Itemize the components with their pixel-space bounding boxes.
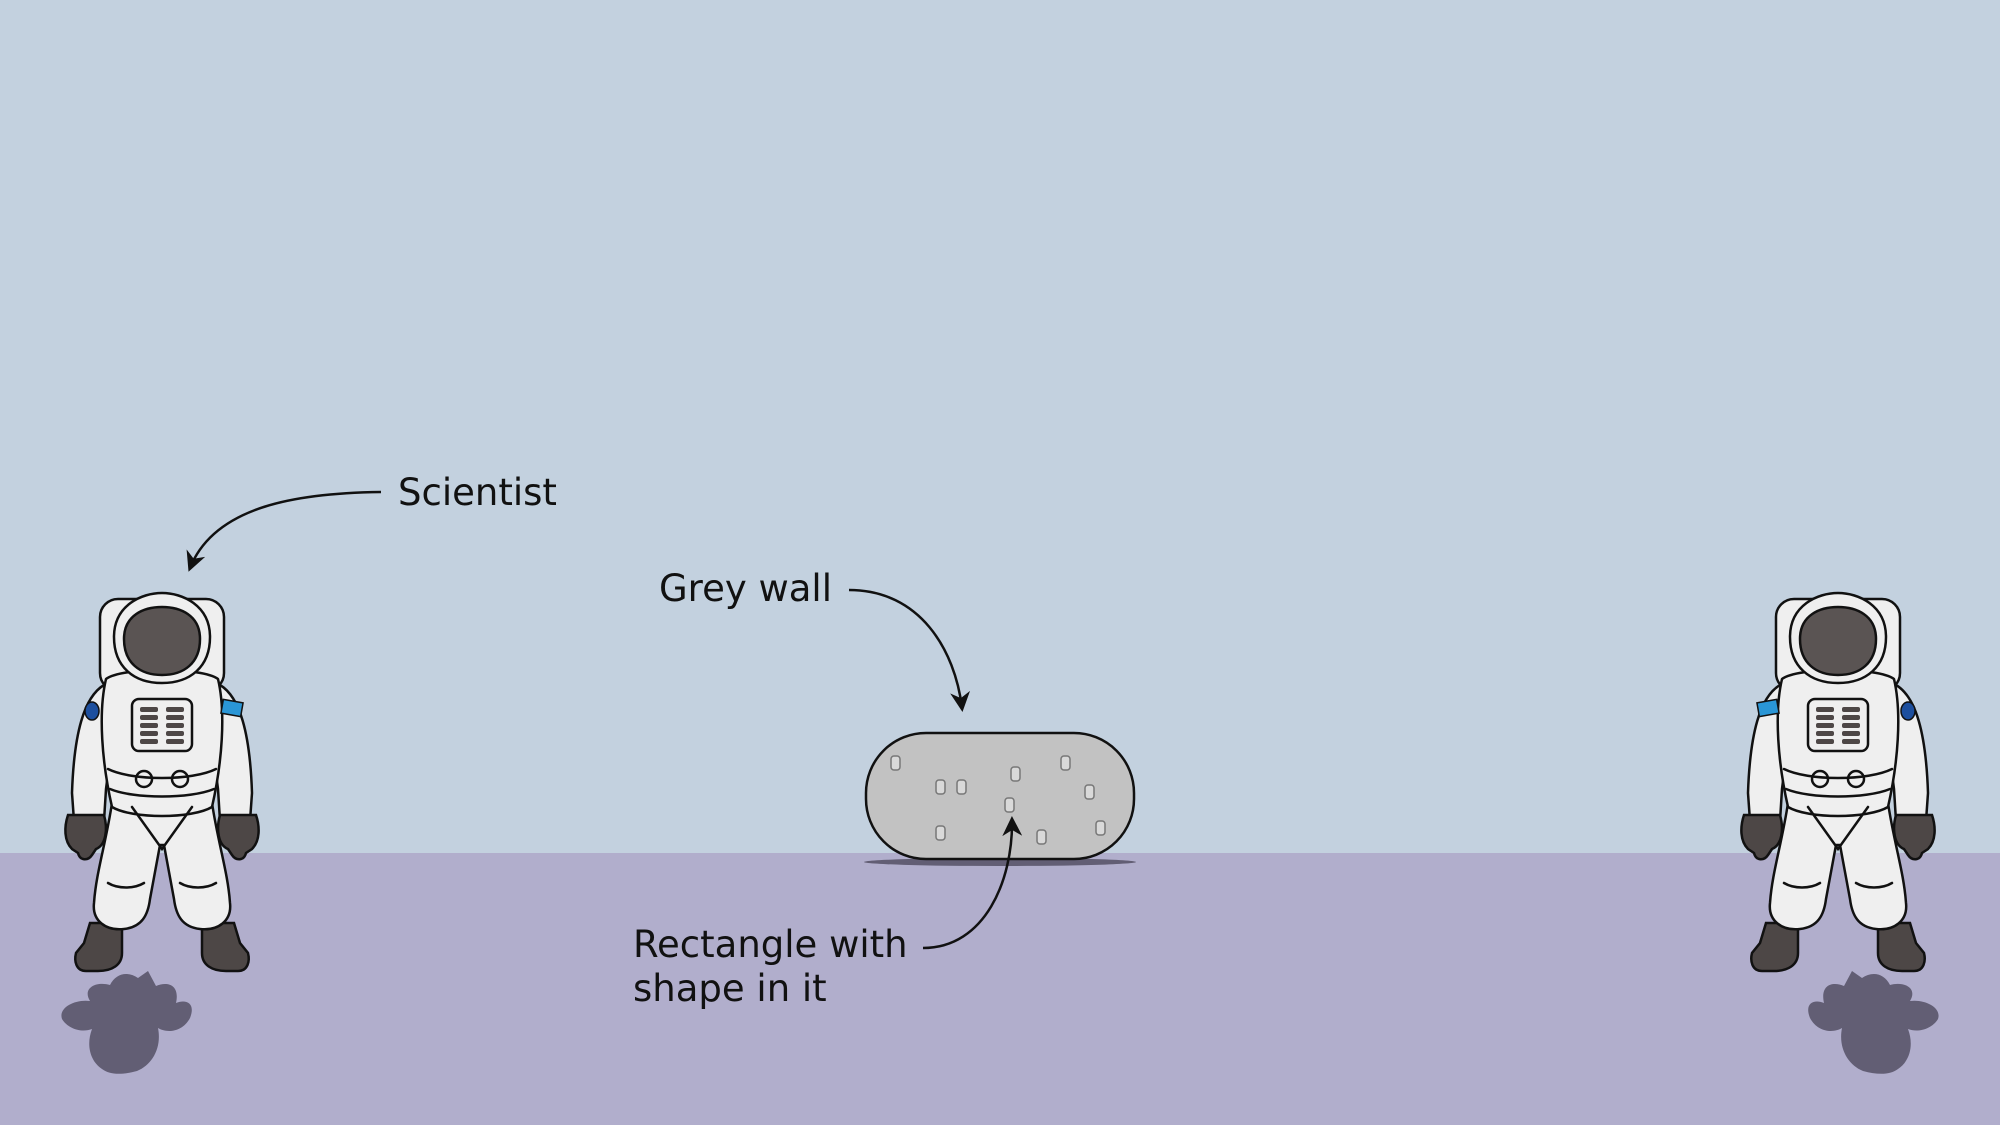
grey-wall-arrow: [848, 588, 971, 712]
sky-background: [0, 0, 2000, 853]
scientist-left: [60, 591, 260, 1076]
scientist-arrow: [186, 490, 382, 572]
ground: [0, 853, 2000, 1125]
scientist-label: Scientist: [398, 471, 557, 514]
grey-wall-label: Grey wall: [659, 567, 832, 610]
grey-wall: [864, 731, 1136, 866]
wall-slits: [890, 755, 1106, 845]
rectangle-arrow: [922, 816, 1023, 950]
rectangle-label-line1: Rectangle with: [633, 923, 908, 966]
rectangle-label-line2: shape in it: [633, 967, 827, 1010]
rectangle-with-shape: [1004, 797, 1015, 813]
scientist-right: [1740, 591, 1940, 1076]
